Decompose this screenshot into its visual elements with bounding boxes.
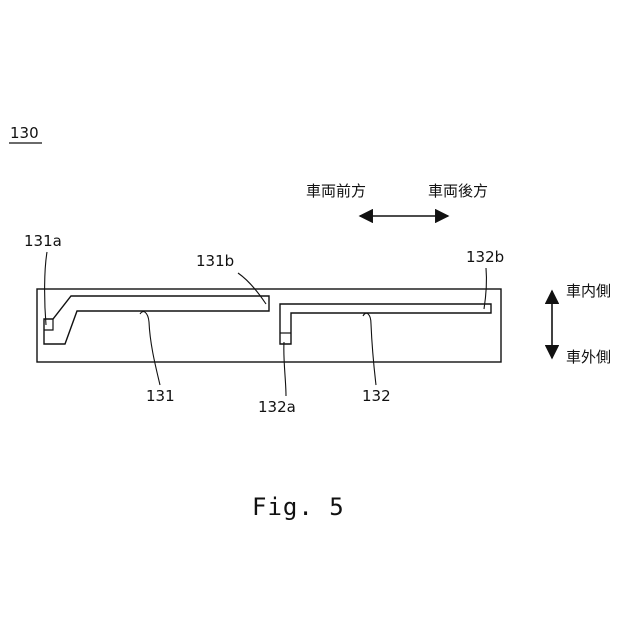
antenna-element-132	[280, 304, 491, 344]
label-131: 131	[146, 387, 175, 405]
label-131b: 131b	[196, 252, 234, 270]
leader-132a	[284, 342, 286, 396]
direction-inner-label: 車内側	[566, 282, 611, 300]
leader-131	[140, 312, 160, 385]
figure-caption: Fig. 5	[252, 493, 345, 521]
label-132a: 132a	[258, 398, 296, 416]
antenna-element-131	[44, 296, 269, 344]
label-132: 132	[362, 387, 391, 405]
direction-rear-label: 車両後方	[428, 182, 488, 200]
leader-132	[363, 313, 376, 385]
label-132b: 132b	[466, 248, 504, 266]
direction-outer-label: 車外側	[566, 348, 611, 366]
reference-number: 130	[10, 124, 39, 142]
direction-front-label: 車両前方	[306, 182, 366, 200]
label-131a: 131a	[24, 232, 62, 250]
